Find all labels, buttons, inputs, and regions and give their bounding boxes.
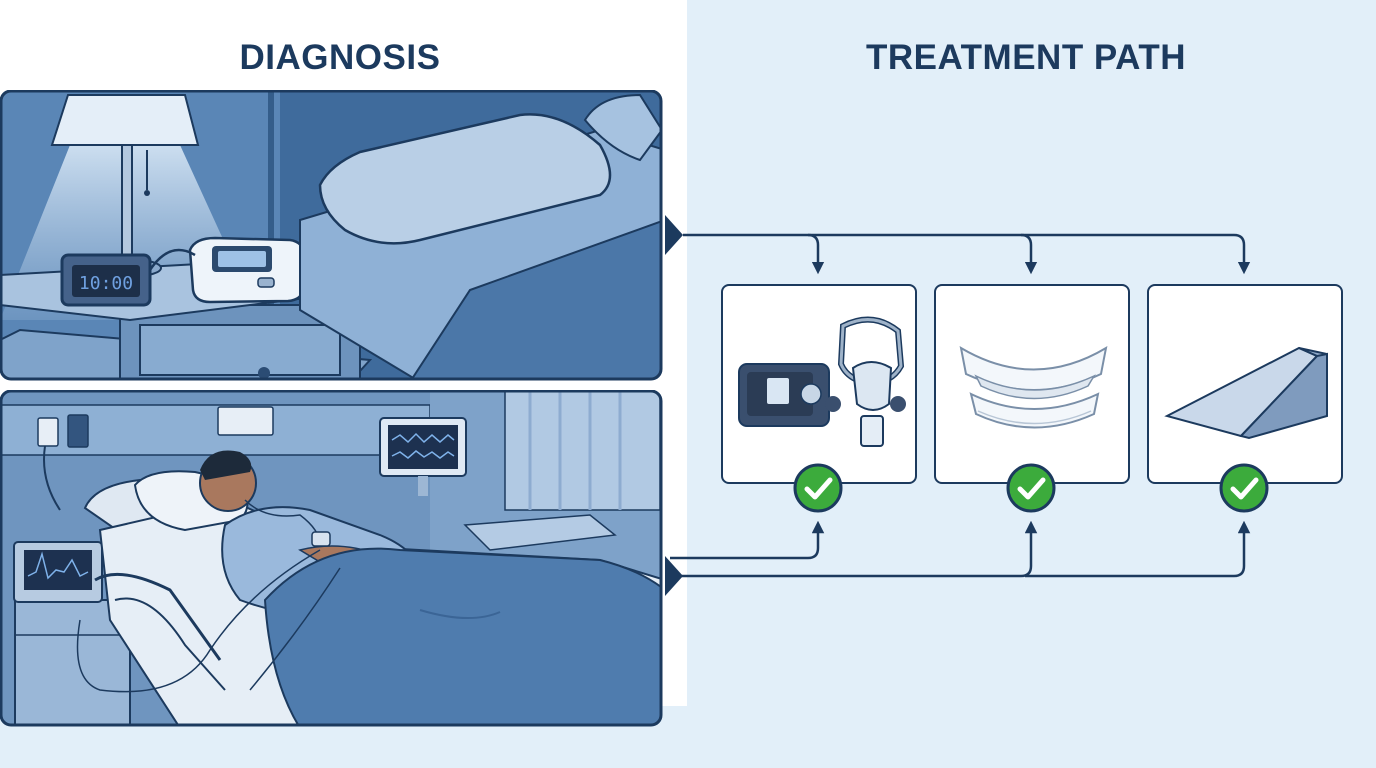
check-circle-icon	[793, 463, 843, 513]
treatment-card-oral-appliance	[934, 284, 1130, 484]
oral-appliance-icon	[936, 286, 1132, 486]
treatment-card-wedge-pillow	[1147, 284, 1343, 484]
check-circle-icon	[1219, 463, 1269, 513]
treatment-card-cpap	[721, 284, 917, 484]
check-circle-icon	[1006, 463, 1056, 513]
wedge-pillow-icon	[1149, 286, 1345, 486]
cpap-machine-mask-icon	[723, 286, 919, 486]
